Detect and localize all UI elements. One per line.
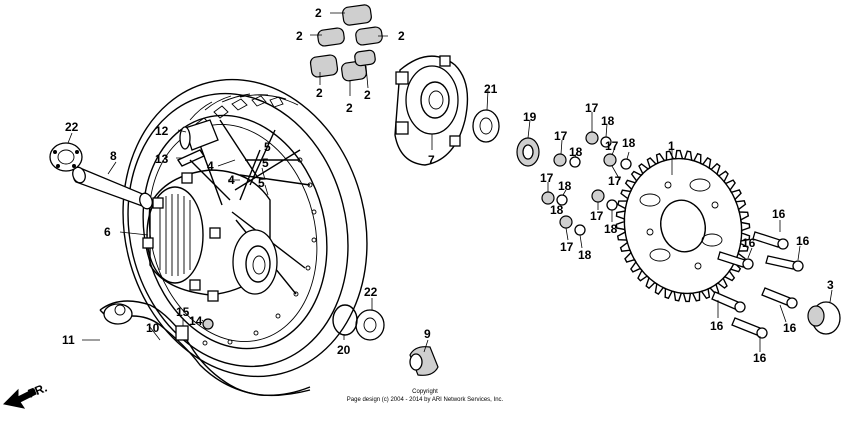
callout-17: 17 (540, 171, 554, 185)
callout-2: 2 (296, 29, 303, 43)
callout-18: 18 (578, 248, 592, 262)
sprocket-nuts-and-washers (541, 131, 632, 236)
callout-18: 18 (558, 179, 572, 193)
callout-11: 11 (62, 333, 75, 347)
callout-2: 2 (315, 6, 322, 20)
callout-22: 22 (65, 120, 79, 134)
callout-17: 17 (554, 129, 568, 143)
callout-12: 12 (155, 124, 169, 138)
callout-labels: 2 2 2 2 2 2 21 7 19 17 18 18 17 18 17 17… (62, 6, 834, 365)
tire-valve-stem (176, 119, 219, 167)
callout-18: 18 (604, 222, 618, 236)
callout-5: 5 (264, 140, 271, 154)
callout-4: 4 (207, 159, 214, 173)
callout-18: 18 (622, 136, 636, 150)
callout-2: 2 (346, 101, 353, 115)
callout-13: 13 (155, 152, 169, 166)
copyright-line-2: Page design (c) 2004 - 2014 by ARI Netwo… (347, 397, 504, 403)
front-direction-arrow: FR. (2, 381, 49, 409)
callout-16: 16 (710, 319, 724, 333)
callout-1: 1 (668, 139, 675, 153)
callout-17: 17 (560, 240, 574, 254)
leader-lines (67, 12, 833, 353)
side-collar (409, 346, 439, 376)
callout-7: 7 (428, 153, 435, 167)
callout-17: 17 (605, 139, 619, 153)
oil-seal (516, 137, 540, 167)
wheel-damper-rubbers (309, 4, 383, 82)
callout-16: 16 (742, 236, 756, 250)
callout-5: 5 (258, 176, 265, 190)
callout-16: 16 (796, 234, 810, 248)
callout-16: 16 (783, 321, 797, 335)
callout-18: 18 (601, 114, 615, 128)
callout-6: 6 (104, 225, 111, 239)
callout-18: 18 (569, 145, 583, 159)
callout-8: 8 (110, 149, 117, 163)
callout-10: 10 (146, 321, 160, 335)
sprocket-bolts (711, 231, 804, 339)
callout-19: 19 (523, 110, 537, 124)
callout-2: 2 (316, 86, 323, 100)
callout-9: 9 (424, 327, 431, 341)
flange-bearing (472, 109, 500, 143)
callout-16: 16 (772, 207, 786, 221)
axle-spacer-tube (72, 166, 153, 210)
callout-17: 17 (608, 174, 622, 188)
rim-band (99, 300, 311, 397)
wheel-bearing-left (49, 142, 83, 172)
final-driven-sprocket (615, 149, 751, 303)
copyright-line-1: Copyright (412, 389, 438, 395)
callout-14: 14 (189, 314, 203, 328)
callout-15: 15 (176, 305, 190, 319)
final-driven-flange (394, 55, 469, 166)
callout-5: 5 (262, 156, 269, 170)
direction-label: FR. (26, 381, 49, 401)
callout-21: 21 (484, 82, 498, 96)
callout-17: 17 (590, 209, 604, 223)
callout-18: 18 (550, 203, 564, 217)
axle-collar (807, 301, 841, 335)
valve-cap-and-nut (175, 318, 214, 341)
callout-22: 22 (364, 285, 378, 299)
callout-16: 16 (753, 351, 767, 365)
callout-20: 20 (337, 343, 351, 357)
rear-hub-brake-drum (142, 169, 278, 302)
wheel-bearing-right (355, 309, 385, 341)
o-ring (332, 304, 358, 336)
callout-17: 17 (585, 101, 599, 115)
callout-3: 3 (827, 278, 834, 292)
callout-2: 2 (398, 29, 405, 43)
callout-2: 2 (364, 88, 371, 102)
copyright-notice: Copyright Page design (c) 2004 - 2014 by… (347, 389, 504, 403)
callout-4: 4 (228, 173, 235, 187)
